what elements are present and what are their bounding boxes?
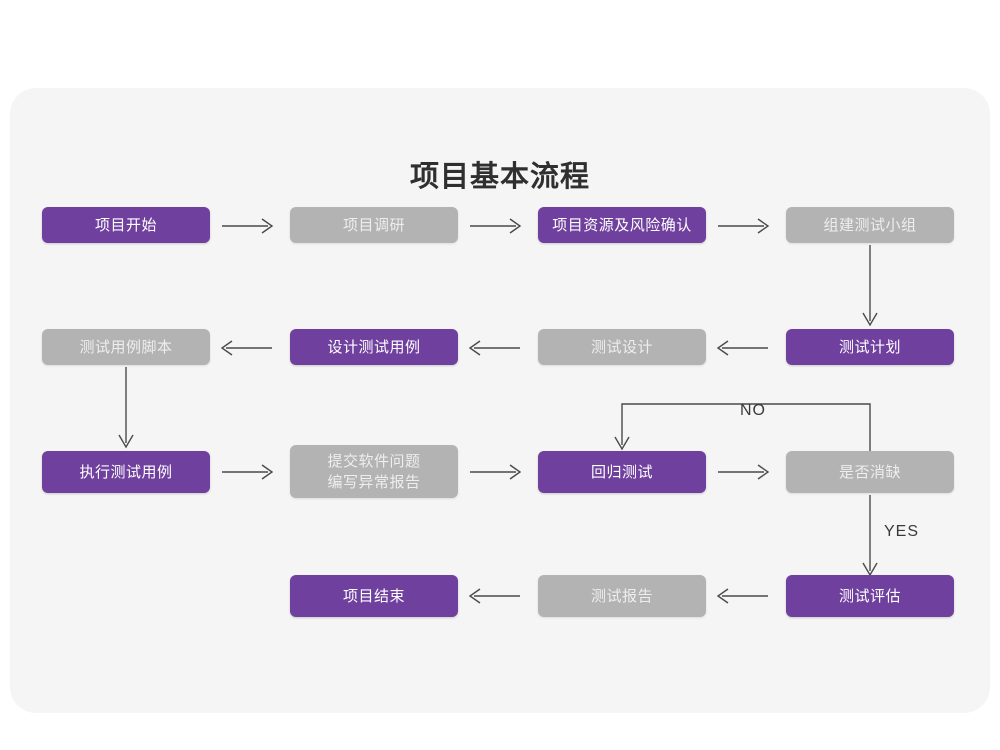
connector-yes-down — [862, 495, 878, 577]
node-test-report[interactable]: 测试报告 — [538, 575, 706, 617]
connector-regression-to-defectcheck — [718, 464, 770, 480]
connector-resource-to-team — [718, 218, 770, 234]
connector-execcase-to-submitbug — [222, 464, 274, 480]
connector-team-to-testplan — [862, 245, 878, 327]
node-project-research[interactable]: 项目调研 — [290, 207, 458, 243]
node-regression-test[interactable]: 回归测试 — [538, 451, 706, 493]
connector-designcase-to-script — [220, 340, 272, 356]
node-test-plan[interactable]: 测试计划 — [786, 329, 954, 365]
page-title: 项目基本流程 — [409, 161, 590, 194]
node-test-evaluation[interactable]: 测试评估 — [786, 575, 954, 617]
flowchart-card: 项目基本流程 项目开始 项目调研 项目资源及风险确认 组建测试小组 测试用例脚本… — [10, 88, 990, 713]
connector-testeval-to-testreport — [716, 588, 768, 604]
connector-script-to-execcase — [118, 367, 134, 449]
node-design-test-case[interactable]: 设计测试用例 — [290, 329, 458, 365]
connector-testreport-to-projectend — [468, 588, 520, 604]
edge-label-no: NO — [740, 402, 766, 419]
connector-testdesign-to-designcase — [468, 340, 520, 356]
node-resource-risk-confirm[interactable]: 项目资源及风险确认 — [538, 207, 706, 243]
connector-testplan-to-testdesign — [716, 340, 768, 356]
node-project-end[interactable]: 项目结束 — [290, 575, 458, 617]
edge-label-yes: YES — [884, 523, 920, 540]
node-execute-test-case[interactable]: 执行测试用例 — [42, 451, 210, 493]
node-test-case-script[interactable]: 测试用例脚本 — [42, 329, 210, 365]
node-submit-bug-report[interactable]: 提交软件问题 编写异常报告 — [290, 445, 458, 498]
node-build-test-team[interactable]: 组建测试小组 — [786, 207, 954, 243]
node-project-start[interactable]: 项目开始 — [42, 207, 210, 243]
node-test-design[interactable]: 测试设计 — [538, 329, 706, 365]
connector-submitbug-to-regression — [470, 464, 522, 480]
connector-research-to-resource — [470, 218, 522, 234]
connector-start-to-research — [222, 218, 274, 234]
node-defect-check[interactable]: 是否消缺 — [786, 451, 954, 493]
